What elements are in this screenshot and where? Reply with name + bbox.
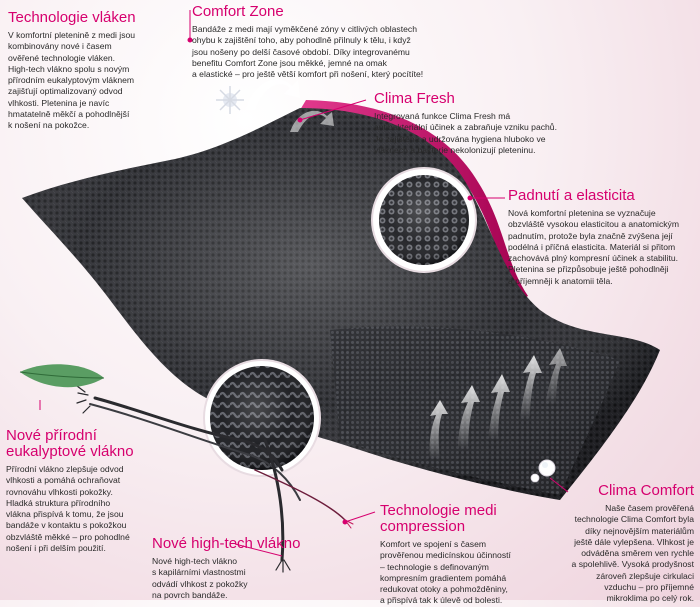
cross-section-circle-icon xyxy=(203,359,321,477)
water-droplet-icon xyxy=(530,459,556,483)
upward-arrows-icon xyxy=(429,348,567,460)
section-text: Bandáže z medi mají vyměkčené zóny v cit… xyxy=(192,24,424,80)
section-text: Nová komfortní pletenina se vyznačuje ob… xyxy=(508,208,679,286)
airflow-arrows-icon xyxy=(246,79,334,132)
section-title: Nové high-tech vlákno xyxy=(152,535,301,552)
eucalyptus-leaf-icon xyxy=(19,364,105,388)
section-title: Clima Comfort xyxy=(598,482,694,499)
section-text: Přírodní vlákno zlepšuje odvod vlhkosti … xyxy=(6,464,130,554)
section-title: Comfort Zone xyxy=(192,3,284,20)
section-title: Technologie vláken xyxy=(8,9,136,26)
fibre-strands xyxy=(76,385,354,573)
section-text: Komfort ve spojení s časem prověřenou me… xyxy=(380,539,511,606)
section-title: Nové přírodní eukalyptové vlákno xyxy=(6,427,134,460)
magnifier-circle-icon xyxy=(371,167,477,273)
section-text: V komfortní pletenině z medi jsou kombin… xyxy=(8,30,136,131)
section-text: Nové high-tech vlákno s kapilárními vlas… xyxy=(152,556,248,600)
leader-lines xyxy=(39,10,569,557)
section-eukalyptove-vlakno: Nové přírodní eukalyptové vlákno Přírodn… xyxy=(6,428,156,554)
section-text: Naše časem prověřená technologie Clima C… xyxy=(571,503,694,604)
section-clima-comfort: Clima Comfort Naše časem prověřená techn… xyxy=(540,483,694,605)
section-hightech-vlakno: Nové high-tech vlákno Nové high-tech vlá… xyxy=(152,536,322,601)
snowflake-icon xyxy=(216,86,244,114)
section-technologie-vlaken: Technologie vláken V komfortní pletenině… xyxy=(8,10,178,132)
fabric-pink-edge xyxy=(300,100,528,300)
section-medi-compression: Technologie medi compression Komfort ve … xyxy=(380,503,550,607)
section-padnuti-elasticita: Padnutí a elasticita Nová komfortní plet… xyxy=(508,188,693,287)
section-title: Clima Fresh xyxy=(374,90,455,107)
section-title: Technologie medi compression xyxy=(380,502,497,535)
section-title: Padnutí a elasticita xyxy=(508,187,635,204)
section-text: Integrovaná funkce Clima Fresh má antiba… xyxy=(374,111,557,155)
section-comfort-zone: Comfort Zone Bandáže z medi mají vyměkče… xyxy=(192,4,492,80)
section-clima-fresh: Clima Fresh Integrovaná funkce Clima Fre… xyxy=(374,91,604,156)
